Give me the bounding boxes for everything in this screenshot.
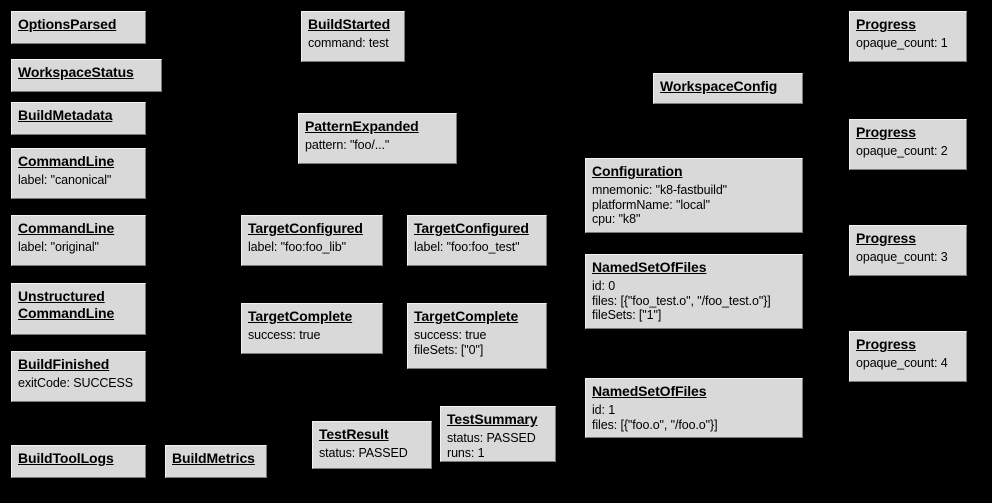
event-node-field: opaque_count: 4 <box>856 355 948 370</box>
event-node-workspace-config[interactable]: WorkspaceConfig <box>653 73 803 104</box>
event-node-title-target-complete-test: TargetComplete <box>414 308 519 324</box>
event-node-title-named-set-of-files-0: NamedSetOfFiles <box>592 259 707 275</box>
event-node-title-line: CommandLine <box>18 304 115 321</box>
event-node-build-metadata[interactable]: BuildMetadata <box>11 102 146 135</box>
event-node-field: opaque_count: 1 <box>856 35 948 50</box>
event-node-progress-1[interactable]: Progress opaque_count: 1 <box>849 11 967 62</box>
event-node-fields-pattern-expanded: pattern: "foo/..." <box>305 138 450 153</box>
event-node-field: opaque_count: 2 <box>856 143 948 158</box>
event-node-progress-4[interactable]: Progress opaque_count: 4 <box>849 331 967 382</box>
event-node-title-build-metadata: BuildMetadata <box>18 107 113 123</box>
event-node-title-target-configured-foo-lib: TargetConfigured <box>248 220 363 236</box>
event-node-options-parsed[interactable]: OptionsParsed <box>11 11 146 44</box>
event-node-field: success: true <box>248 327 321 342</box>
event-node-title-workspace-status: WorkspaceStatus <box>18 64 134 80</box>
event-node-fields-progress-2: opaque_count: 2 <box>856 144 960 159</box>
event-node-field: id: 1 <box>592 402 616 417</box>
event-node-fields-command-line-original: label: "original" <box>18 240 139 255</box>
event-node-field: files: [{"foo.o", "/foo.o"}] <box>592 417 718 432</box>
event-node-build-started[interactable]: BuildStarted command: test <box>301 11 405 62</box>
event-node-title-progress-3: Progress <box>856 230 916 246</box>
event-node-test-result[interactable]: TestResult status: PASSED <box>312 421 432 469</box>
event-node-build-tool-logs[interactable]: BuildToolLogs <box>11 445 146 478</box>
event-node-title-unstructured-command-line: UnstructuredCommandLine <box>18 288 139 321</box>
event-node-fields-progress-4: opaque_count: 4 <box>856 356 960 371</box>
event-node-title-target-complete-lib: TargetComplete <box>248 308 353 324</box>
event-node-field: mnemonic: "k8-fastbuild" <box>592 182 728 197</box>
event-node-title-command-line-canonical: CommandLine <box>18 153 115 169</box>
event-node-command-line-original[interactable]: CommandLine label: "original" <box>11 215 146 266</box>
event-node-field: platformName: "local" <box>592 197 710 212</box>
event-node-unstructured-command-line[interactable]: UnstructuredCommandLine <box>11 283 146 335</box>
event-node-build-finished[interactable]: BuildFinished exitCode: SUCCESS <box>11 351 146 402</box>
event-node-title-command-line-original: CommandLine <box>18 220 115 236</box>
event-node-field: status: PASSED <box>319 445 408 460</box>
event-node-title-configuration: Configuration <box>592 163 683 179</box>
event-node-fields-command-line-canonical: label: "canonical" <box>18 173 139 188</box>
event-node-workspace-status[interactable]: WorkspaceStatus <box>11 59 162 92</box>
event-node-fields-build-finished: exitCode: SUCCESS <box>18 376 139 391</box>
event-node-title-build-started: BuildStarted <box>308 16 391 32</box>
event-node-title-target-configured-foo-test: TargetConfigured <box>414 220 529 236</box>
event-node-fields-configuration: mnemonic: "k8-fastbuild"platformName: "l… <box>592 183 796 227</box>
event-node-title-progress-4: Progress <box>856 336 916 352</box>
event-node-field: cpu: "k8" <box>592 212 641 227</box>
event-node-field: label: "original" <box>18 239 99 254</box>
event-node-configuration[interactable]: Configuration mnemonic: "k8-fastbuild"pl… <box>585 158 803 233</box>
event-node-pattern-expanded[interactable]: PatternExpanded pattern: "foo/..." <box>298 113 457 164</box>
event-node-title-progress-2: Progress <box>856 124 916 140</box>
event-node-title-test-summary: TestSummary <box>447 411 538 427</box>
event-node-field: fileSets: ["1"] <box>592 308 662 323</box>
event-node-title-named-set-of-files-1: NamedSetOfFiles <box>592 383 707 399</box>
event-node-field: status: PASSED <box>447 430 536 445</box>
event-node-title-build-tool-logs: BuildToolLogs <box>18 450 114 466</box>
event-node-field: runs: 1 <box>447 445 485 460</box>
event-node-title-line: Unstructured <box>18 288 105 304</box>
event-node-field: id: 0 <box>592 278 616 293</box>
event-node-field: success: true <box>414 327 487 342</box>
event-node-field: label: "foo:foo_test" <box>414 239 520 254</box>
event-node-field: label: "foo:foo_lib" <box>248 239 346 254</box>
event-node-title-pattern-expanded: PatternExpanded <box>305 118 419 134</box>
event-node-target-configured-foo-lib[interactable]: TargetConfigured label: "foo:foo_lib" <box>241 215 383 266</box>
event-node-fields-progress-1: opaque_count: 1 <box>856 36 960 51</box>
event-node-fields-test-result: status: PASSED <box>319 446 425 461</box>
event-node-fields-target-configured-foo-lib: label: "foo:foo_lib" <box>248 240 376 255</box>
event-node-title-test-result: TestResult <box>319 426 389 442</box>
event-node-build-metrics[interactable]: BuildMetrics <box>165 445 267 478</box>
event-node-title-options-parsed: OptionsParsed <box>18 16 117 32</box>
event-node-progress-2[interactable]: Progress opaque_count: 2 <box>849 119 967 170</box>
event-node-field: fileSets: ["0"] <box>414 342 484 357</box>
event-node-field: files: [{"foo_test.o", "/foo_test.o"}] <box>592 293 771 308</box>
event-node-title-workspace-config: WorkspaceConfig <box>660 78 778 94</box>
event-node-target-configured-foo-test[interactable]: TargetConfigured label: "foo:foo_test" <box>407 215 547 266</box>
event-node-fields-progress-3: opaque_count: 3 <box>856 250 960 265</box>
event-node-fields-target-configured-foo-test: label: "foo:foo_test" <box>414 240 540 255</box>
event-node-title-build-metrics: BuildMetrics <box>172 450 255 466</box>
event-node-title-progress-1: Progress <box>856 16 916 32</box>
event-node-field: pattern: "foo/..." <box>305 137 390 152</box>
event-node-field: command: test <box>308 35 389 50</box>
event-node-title-build-finished: BuildFinished <box>18 356 110 372</box>
event-node-field: opaque_count: 3 <box>856 249 948 264</box>
event-node-fields-build-started: command: test <box>308 36 398 51</box>
event-node-progress-3[interactable]: Progress opaque_count: 3 <box>849 225 967 276</box>
event-node-target-complete-lib[interactable]: TargetComplete success: true <box>241 303 383 354</box>
event-node-field: label: "canonical" <box>18 172 112 187</box>
event-node-fields-target-complete-lib: success: true <box>248 328 376 343</box>
event-node-command-line-canonical[interactable]: CommandLine label: "canonical" <box>11 148 146 199</box>
event-node-field: exitCode: SUCCESS <box>18 375 134 390</box>
